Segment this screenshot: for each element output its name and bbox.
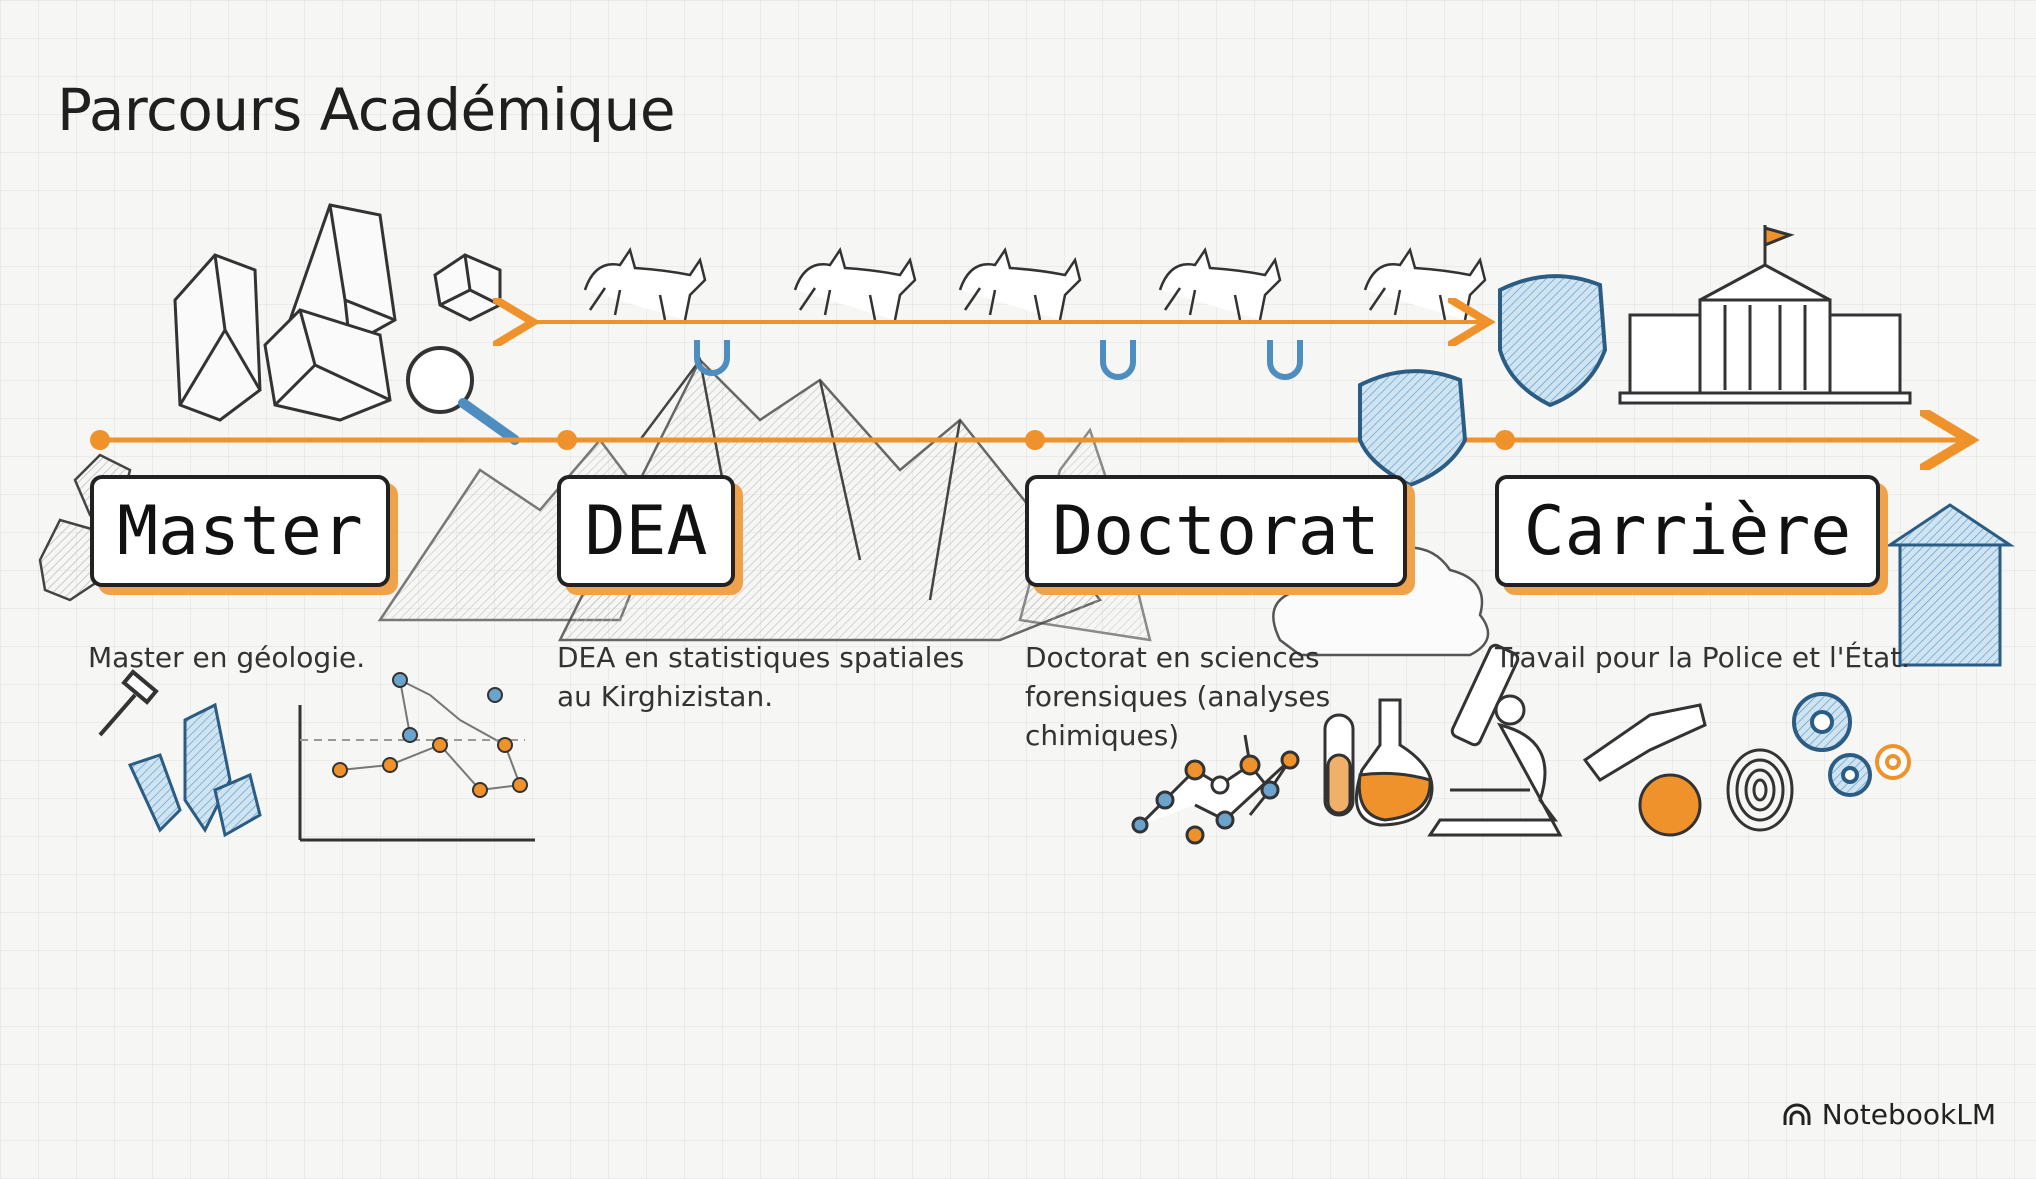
government-building-icon xyxy=(1618,225,1912,405)
shrine-icon xyxy=(1885,503,2015,667)
molecule-icon xyxy=(1131,734,1300,845)
crystals-icon xyxy=(173,203,502,422)
timeline-dots xyxy=(90,430,1515,450)
scatter-plot-icon xyxy=(298,678,535,842)
police-badge-icon xyxy=(1358,274,1608,488)
stage-box-doctorat: Doctorat xyxy=(1025,475,1407,587)
notebooklm-logo-icon xyxy=(1783,1103,1811,1125)
hammer-icon xyxy=(98,669,159,737)
timeline-dot xyxy=(557,430,577,450)
blue-crystals-icon xyxy=(127,702,262,838)
gear-icon xyxy=(1875,744,1911,780)
stage-description-carriere: Travail pour la Police et l'État. xyxy=(1495,641,1911,674)
horseshoe-icon xyxy=(694,340,1303,380)
timeline-dot xyxy=(1495,430,1515,450)
stage-description-doctorat: Doctorat en sciences forensiques (analys… xyxy=(1025,641,1331,752)
magnifier-icon xyxy=(406,346,520,445)
stage-description-dea: DEA en statistiques spatiales au Kirghiz… xyxy=(557,641,965,713)
stage-box-carriere: Carrière xyxy=(1495,475,1880,587)
page-title: Parcours Académique xyxy=(57,76,676,144)
stage-description-master: Master en géologie. xyxy=(88,641,366,674)
timeline-dot xyxy=(1025,430,1045,450)
evidence-icon xyxy=(1582,703,1707,837)
flask-icon xyxy=(1323,698,1434,827)
stage-box-master: Master xyxy=(90,475,390,587)
microscope-icon xyxy=(1427,643,1563,837)
fingerprint-icon xyxy=(1726,748,1794,832)
footer-brand-label: NotebookLM xyxy=(1821,1098,1996,1131)
scatter-points xyxy=(332,672,528,798)
horse-icon xyxy=(583,247,1487,321)
footer-brand: NotebookLM xyxy=(1782,1098,1996,1131)
gear-icon xyxy=(1792,692,1872,797)
timeline-dot xyxy=(90,430,110,450)
stage-box-dea: DEA xyxy=(557,475,735,587)
